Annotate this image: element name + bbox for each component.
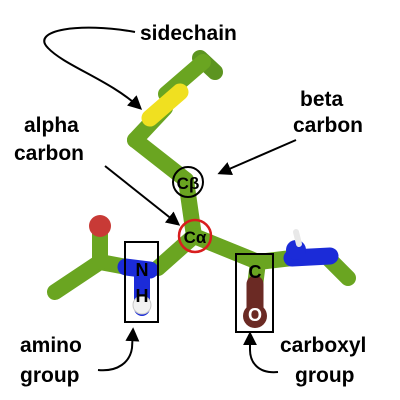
c-beta-label: Cβ [177,174,200,193]
alpha-carbon-arrow [104,165,181,226]
n-atom-label: N [136,260,149,280]
hydrogen-stub-right [293,229,302,247]
c-beta-ring [172,166,204,198]
c-atom-label: C [249,262,262,282]
amino-group-label-line1: amino [20,334,82,357]
amino-group-box [124,241,159,323]
carboxyl-group-label-line2: group [295,364,354,387]
c-alpha-label: Cα [184,228,207,247]
hydrogen-atom [132,295,152,315]
carbon-bonds [47,50,356,300]
h-atom-label: H [136,286,149,306]
carboxyl-group-label-line1: carboxyl [280,334,366,357]
beta-carbon-arrow [217,139,297,175]
oxygen-atom [243,304,267,328]
sulfur-bond [141,83,189,127]
alpha-carbon-label-line1: alpha [24,114,79,137]
o-atom-label: O [248,305,262,325]
oxygen-atom-left [89,215,111,237]
c-alpha-ring [177,218,213,254]
sidechain-arrow [43,26,143,110]
beta-carbon-label-line1: beta [300,88,344,111]
sidechain-label: sidechain [140,22,237,45]
amino-group-arrow [97,327,140,372]
beta-carbon-label-line2: carbon [293,114,363,137]
amino-group-label-line2: group [20,364,79,387]
carboxyl-group-arrow [243,331,279,374]
alpha-carbon-label-line2: carbon [14,142,84,165]
